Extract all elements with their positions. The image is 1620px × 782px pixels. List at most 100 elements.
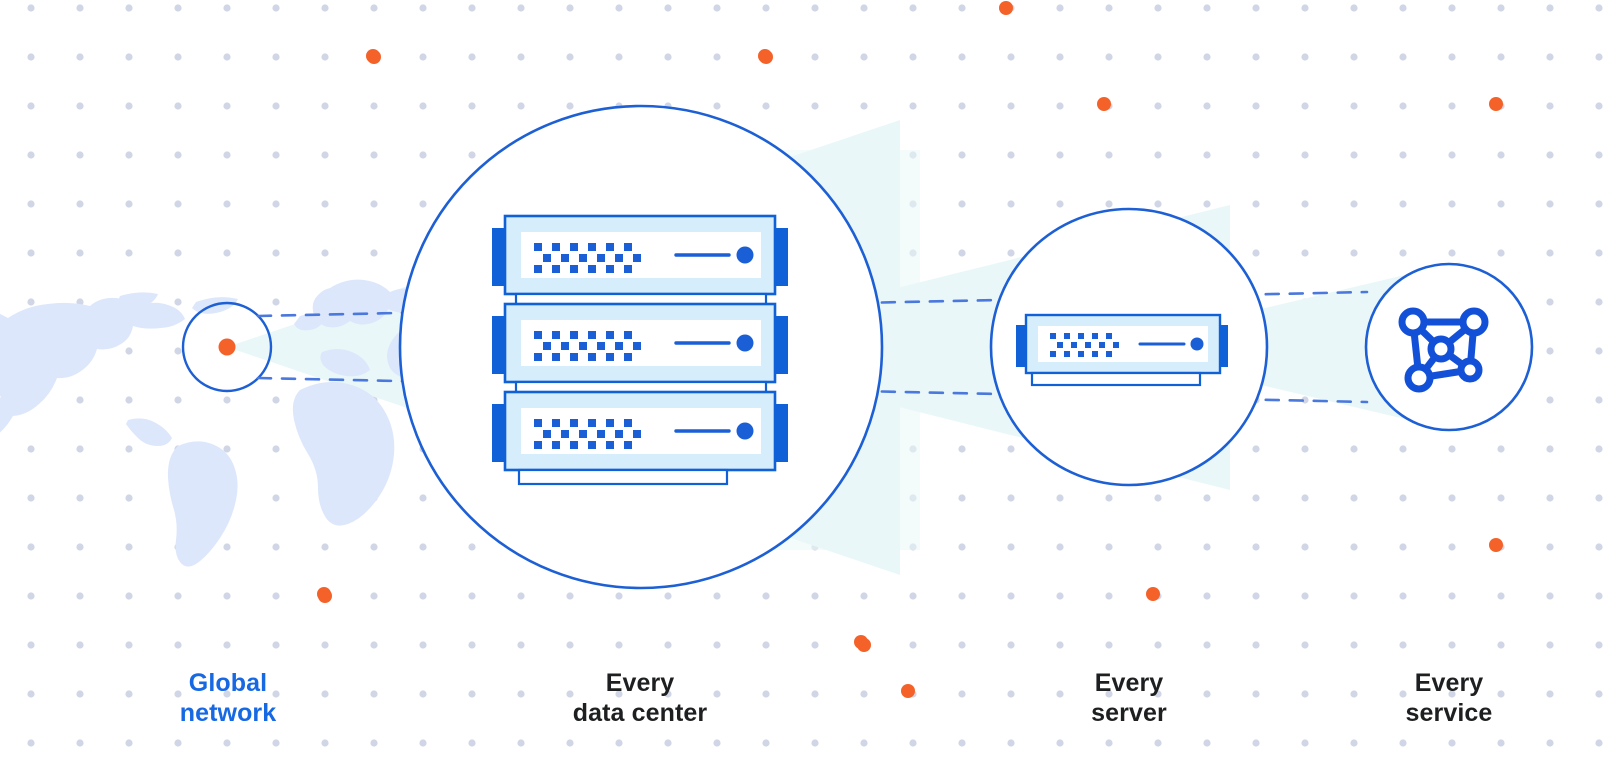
grid-dot <box>76 396 84 404</box>
grid-dot <box>1301 151 1309 159</box>
grid-dot <box>1595 347 1603 355</box>
grid-dot <box>174 347 182 355</box>
grid-dot <box>272 543 280 551</box>
grid-dot <box>811 53 819 61</box>
grid-dot <box>1497 200 1505 208</box>
grid-dot <box>958 102 966 110</box>
grid-dot <box>1203 4 1211 12</box>
grid-dot <box>27 592 35 600</box>
grid-dot <box>811 592 819 600</box>
grid-dot <box>272 445 280 453</box>
grid-dot <box>909 641 917 649</box>
grid-dot <box>1399 200 1407 208</box>
grid-dot <box>468 543 476 551</box>
grid-dot <box>1399 641 1407 649</box>
grid-dot <box>664 4 672 12</box>
grid-dot <box>1595 4 1603 12</box>
grid-dot <box>272 53 280 61</box>
grid-dot <box>1154 641 1162 649</box>
grid-dot <box>76 690 84 698</box>
grid-dot <box>321 249 329 257</box>
grid-dot <box>223 543 231 551</box>
grid-dot <box>958 690 966 698</box>
grid-dot <box>1448 445 1456 453</box>
grid-dot <box>1252 543 1260 551</box>
grid-dot <box>615 739 623 747</box>
grid-dot <box>370 4 378 12</box>
grid-dot <box>272 4 280 12</box>
grid-dot <box>174 53 182 61</box>
accent-dot <box>1489 97 1503 111</box>
grid-dot <box>1203 53 1211 61</box>
grid-dot <box>860 592 868 600</box>
grid-dot <box>1595 53 1603 61</box>
grid-dot <box>1203 151 1211 159</box>
grid-dot <box>762 592 770 600</box>
grid-dot <box>321 200 329 208</box>
map-highlight-circle <box>181 301 273 393</box>
grid-dot <box>1546 347 1554 355</box>
grid-dot <box>370 151 378 159</box>
grid-dot <box>125 4 133 12</box>
grid-dot <box>321 543 329 551</box>
grid-dot <box>1203 494 1211 502</box>
grid-dot <box>468 641 476 649</box>
grid-dot <box>27 494 35 502</box>
grid-dot <box>1546 641 1554 649</box>
grid-dot <box>1350 739 1358 747</box>
grid-dot <box>1546 739 1554 747</box>
grid-dot <box>1350 200 1358 208</box>
grid-dot <box>958 592 966 600</box>
rack-unit <box>492 302 788 384</box>
grid-dot <box>664 592 672 600</box>
grid-dot <box>76 102 84 110</box>
accent-dot <box>1489 538 1503 552</box>
grid-dot <box>1007 53 1015 61</box>
grid-dot <box>909 4 917 12</box>
grid-dot <box>76 592 84 600</box>
grid-dot <box>1546 298 1554 306</box>
grid-dot <box>223 53 231 61</box>
grid-dot <box>664 739 672 747</box>
grid-dot <box>272 298 280 306</box>
grid-dot <box>76 445 84 453</box>
grid-dot <box>909 592 917 600</box>
grid-dot <box>174 641 182 649</box>
grid-dot <box>370 641 378 649</box>
grid-dot <box>1448 53 1456 61</box>
grid-dot <box>811 739 819 747</box>
grid-dot <box>1448 200 1456 208</box>
grid-dot <box>76 4 84 12</box>
grid-dot <box>1448 543 1456 551</box>
grid-dot <box>223 200 231 208</box>
grid-dot <box>1595 543 1603 551</box>
grid-dot <box>1301 494 1309 502</box>
grid-dot <box>468 53 476 61</box>
grid-dot <box>1497 739 1505 747</box>
grid-dot <box>958 543 966 551</box>
grid-dot <box>1497 690 1505 698</box>
grid-dot <box>615 690 623 698</box>
grid-dot <box>76 53 84 61</box>
grid-dot <box>713 739 721 747</box>
grid-dot <box>1350 102 1358 110</box>
grid-dot <box>1350 543 1358 551</box>
grid-dot <box>370 592 378 600</box>
grid-dot <box>1056 200 1064 208</box>
grid-dot <box>1056 641 1064 649</box>
grid-dot <box>1497 641 1505 649</box>
grid-dot <box>223 249 231 257</box>
grid-dot <box>1007 151 1015 159</box>
grid-dot <box>419 543 427 551</box>
grid-dot <box>1056 690 1064 698</box>
grid-dot <box>125 249 133 257</box>
grid-dot <box>125 543 133 551</box>
grid-dot <box>860 4 868 12</box>
grid-dot <box>468 739 476 747</box>
grid-dot <box>909 53 917 61</box>
grid-dot <box>1497 4 1505 12</box>
grid-dot <box>272 690 280 698</box>
grid-dot <box>1252 592 1260 600</box>
accent-dot <box>1097 97 1111 111</box>
vent-dots <box>1050 333 1119 357</box>
